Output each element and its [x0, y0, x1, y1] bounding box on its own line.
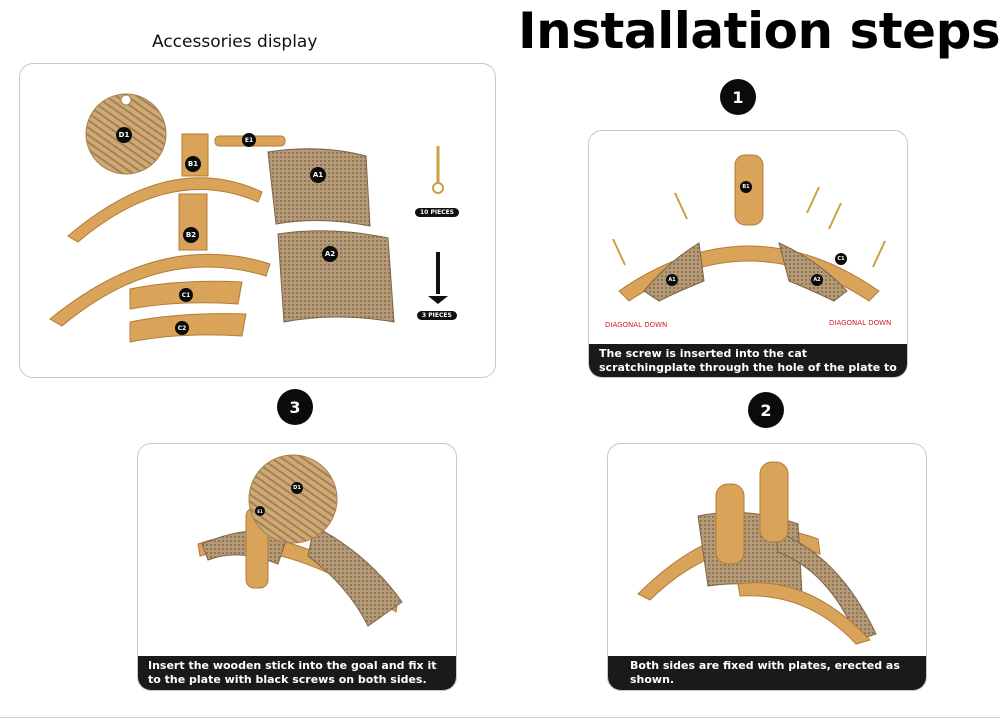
arch-plate-b2 [49, 253, 271, 327]
accessories-title: Accessories display [152, 32, 318, 52]
step-2-badge: 2 [748, 392, 784, 428]
screw-count-3: 3 PIECES [417, 311, 457, 320]
step-1-label-a2: A2 [811, 274, 823, 286]
step-2-illustration [637, 461, 877, 645]
part-label-b1: B1 [185, 156, 201, 172]
step-3-label-e1: E1 [255, 506, 265, 516]
step-1-note-right: DIAGONAL DOWN [829, 319, 892, 327]
step-2-panel: Both sides are fixed with plates, erecte… [607, 443, 927, 691]
part-label-e1: E1 [242, 133, 256, 147]
page-title: Installation steps [518, 2, 1000, 60]
accessories-illustration [49, 93, 448, 343]
step-2-caption: Both sides are fixed with plates, erecte… [608, 656, 926, 690]
bottom-divider [0, 717, 1000, 718]
scratch-pad-a2 [277, 230, 395, 323]
part-label-a2: A2 [322, 246, 338, 262]
step-3-badge: 3 [277, 389, 313, 425]
step-1-label-c1: C1 [835, 253, 847, 265]
step-1-label-b1: B1 [740, 181, 752, 193]
accessories-panel: D1 E1 B1 A1 B2 A2 C1 C2 10 PIECES 3 PIEC… [19, 63, 496, 378]
step-3-panel: D1 E1 Insert the wooden stick into the g… [137, 443, 457, 691]
part-label-c1: C1 [179, 288, 193, 302]
step-1-panel: B1 A1 A2 C1 DIAGONAL DOWN DIAGONAL DOWN … [588, 130, 908, 378]
part-label-d1: D1 [116, 127, 132, 143]
screw-count-10: 10 PIECES [415, 208, 459, 217]
step-3-illustration [197, 454, 403, 627]
step-3-caption: Insert the wooden stick into the goal an… [138, 656, 456, 690]
step-1-badge: 1 [720, 79, 756, 115]
part-label-b2: B2 [183, 227, 199, 243]
step-1-note-left: DIAGONAL DOWN [605, 321, 668, 329]
step-3-label-d1: D1 [291, 482, 303, 494]
step-1-illustration [612, 154, 886, 302]
black-screw-icon [428, 252, 448, 304]
arch-plate-b1 [67, 177, 263, 243]
scratch-pad-a1 [267, 148, 371, 227]
part-label-c2: C2 [175, 321, 189, 335]
part-label-a1: A1 [310, 167, 326, 183]
step-1-caption: The screw is inserted into the cat scrat… [589, 344, 907, 377]
step-1-label-a1: A1 [666, 274, 678, 286]
gold-screw-icon [432, 146, 444, 194]
